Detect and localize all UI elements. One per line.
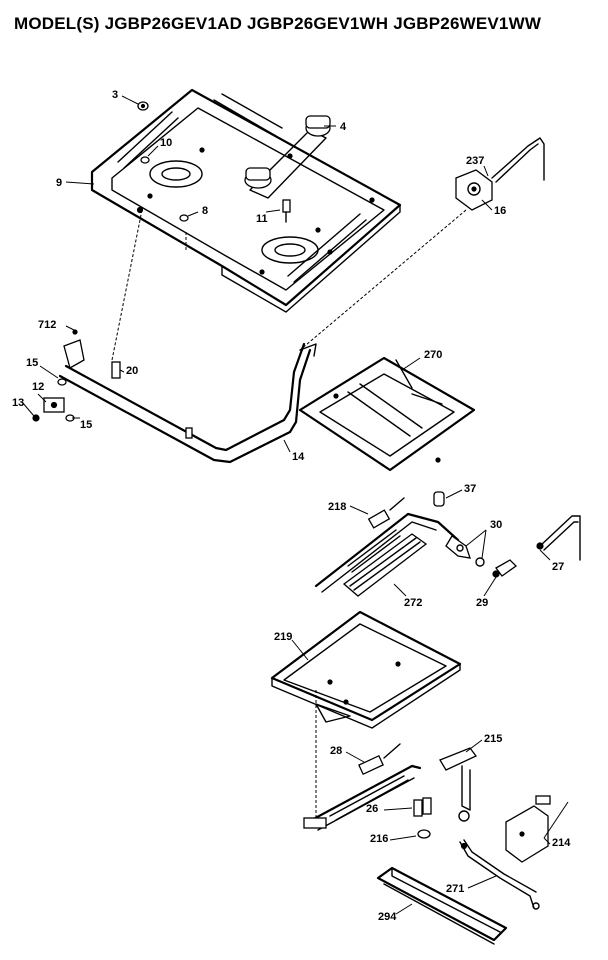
label-part-28: 28 — [330, 745, 342, 757]
leader-lines — [21, 95, 569, 915]
label-part-218: 218 — [328, 501, 346, 513]
label-part-26: 26 — [366, 803, 378, 815]
label-part-15: 15 — [26, 357, 38, 369]
oven-tube-271 — [459, 839, 540, 910]
label-part-9: 9 — [56, 177, 62, 189]
label-part-30: 30 — [490, 519, 502, 531]
label-part-16: 16 — [494, 205, 506, 217]
label-part-712: 712 — [38, 319, 56, 331]
label-part-15b: 15 — [80, 419, 92, 431]
label-part-11: 11 — [256, 213, 268, 225]
label-part-216: 216 — [370, 833, 388, 845]
label-part-29: 29 — [476, 597, 488, 609]
label-part-219: 219 — [274, 631, 292, 643]
label-part-37: 37 — [464, 483, 476, 495]
label-part-271: 271 — [446, 883, 464, 895]
label-part-27: 27 — [552, 561, 564, 573]
label-part-214: 214 — [552, 837, 571, 849]
burner-box-assembly — [90, 88, 402, 313]
label-part-3: 3 — [112, 89, 118, 101]
broil-burner-272 — [314, 491, 581, 597]
gas-manifold-14 — [32, 329, 317, 464]
thermostat-214 — [505, 795, 551, 863]
label-part-294: 294 — [378, 911, 397, 923]
label-part-20: 20 — [126, 365, 138, 377]
valve-bracket-16 — [455, 137, 545, 211]
broiler-cover-219 — [270, 610, 462, 729]
heat-shield-270 — [298, 356, 476, 472]
part-labels: 3 4 10 9 8 11 237 16 712 15 12 13 15 20 … — [12, 89, 571, 923]
lower-panel-294 — [376, 866, 508, 945]
label-part-215: 215 — [484, 733, 502, 745]
label-part-14: 14 — [292, 451, 305, 463]
diagram-title: MODEL(S) JGBP26GEV1AD JGBP26GEV1WH JGBP2… — [14, 14, 542, 33]
label-part-8: 8 — [202, 205, 208, 217]
label-part-272: 272 — [404, 597, 422, 609]
fastener-parts — [137, 101, 291, 223]
label-part-12: 12 — [32, 381, 44, 393]
label-part-4: 4 — [340, 121, 347, 133]
label-part-13: 13 — [12, 397, 24, 409]
label-part-270: 270 — [424, 349, 442, 361]
burner-ignition-unit — [244, 115, 331, 199]
label-part-10: 10 — [160, 137, 172, 149]
label-part-237: 237 — [466, 155, 484, 167]
oven-burner-assembly — [303, 743, 478, 839]
